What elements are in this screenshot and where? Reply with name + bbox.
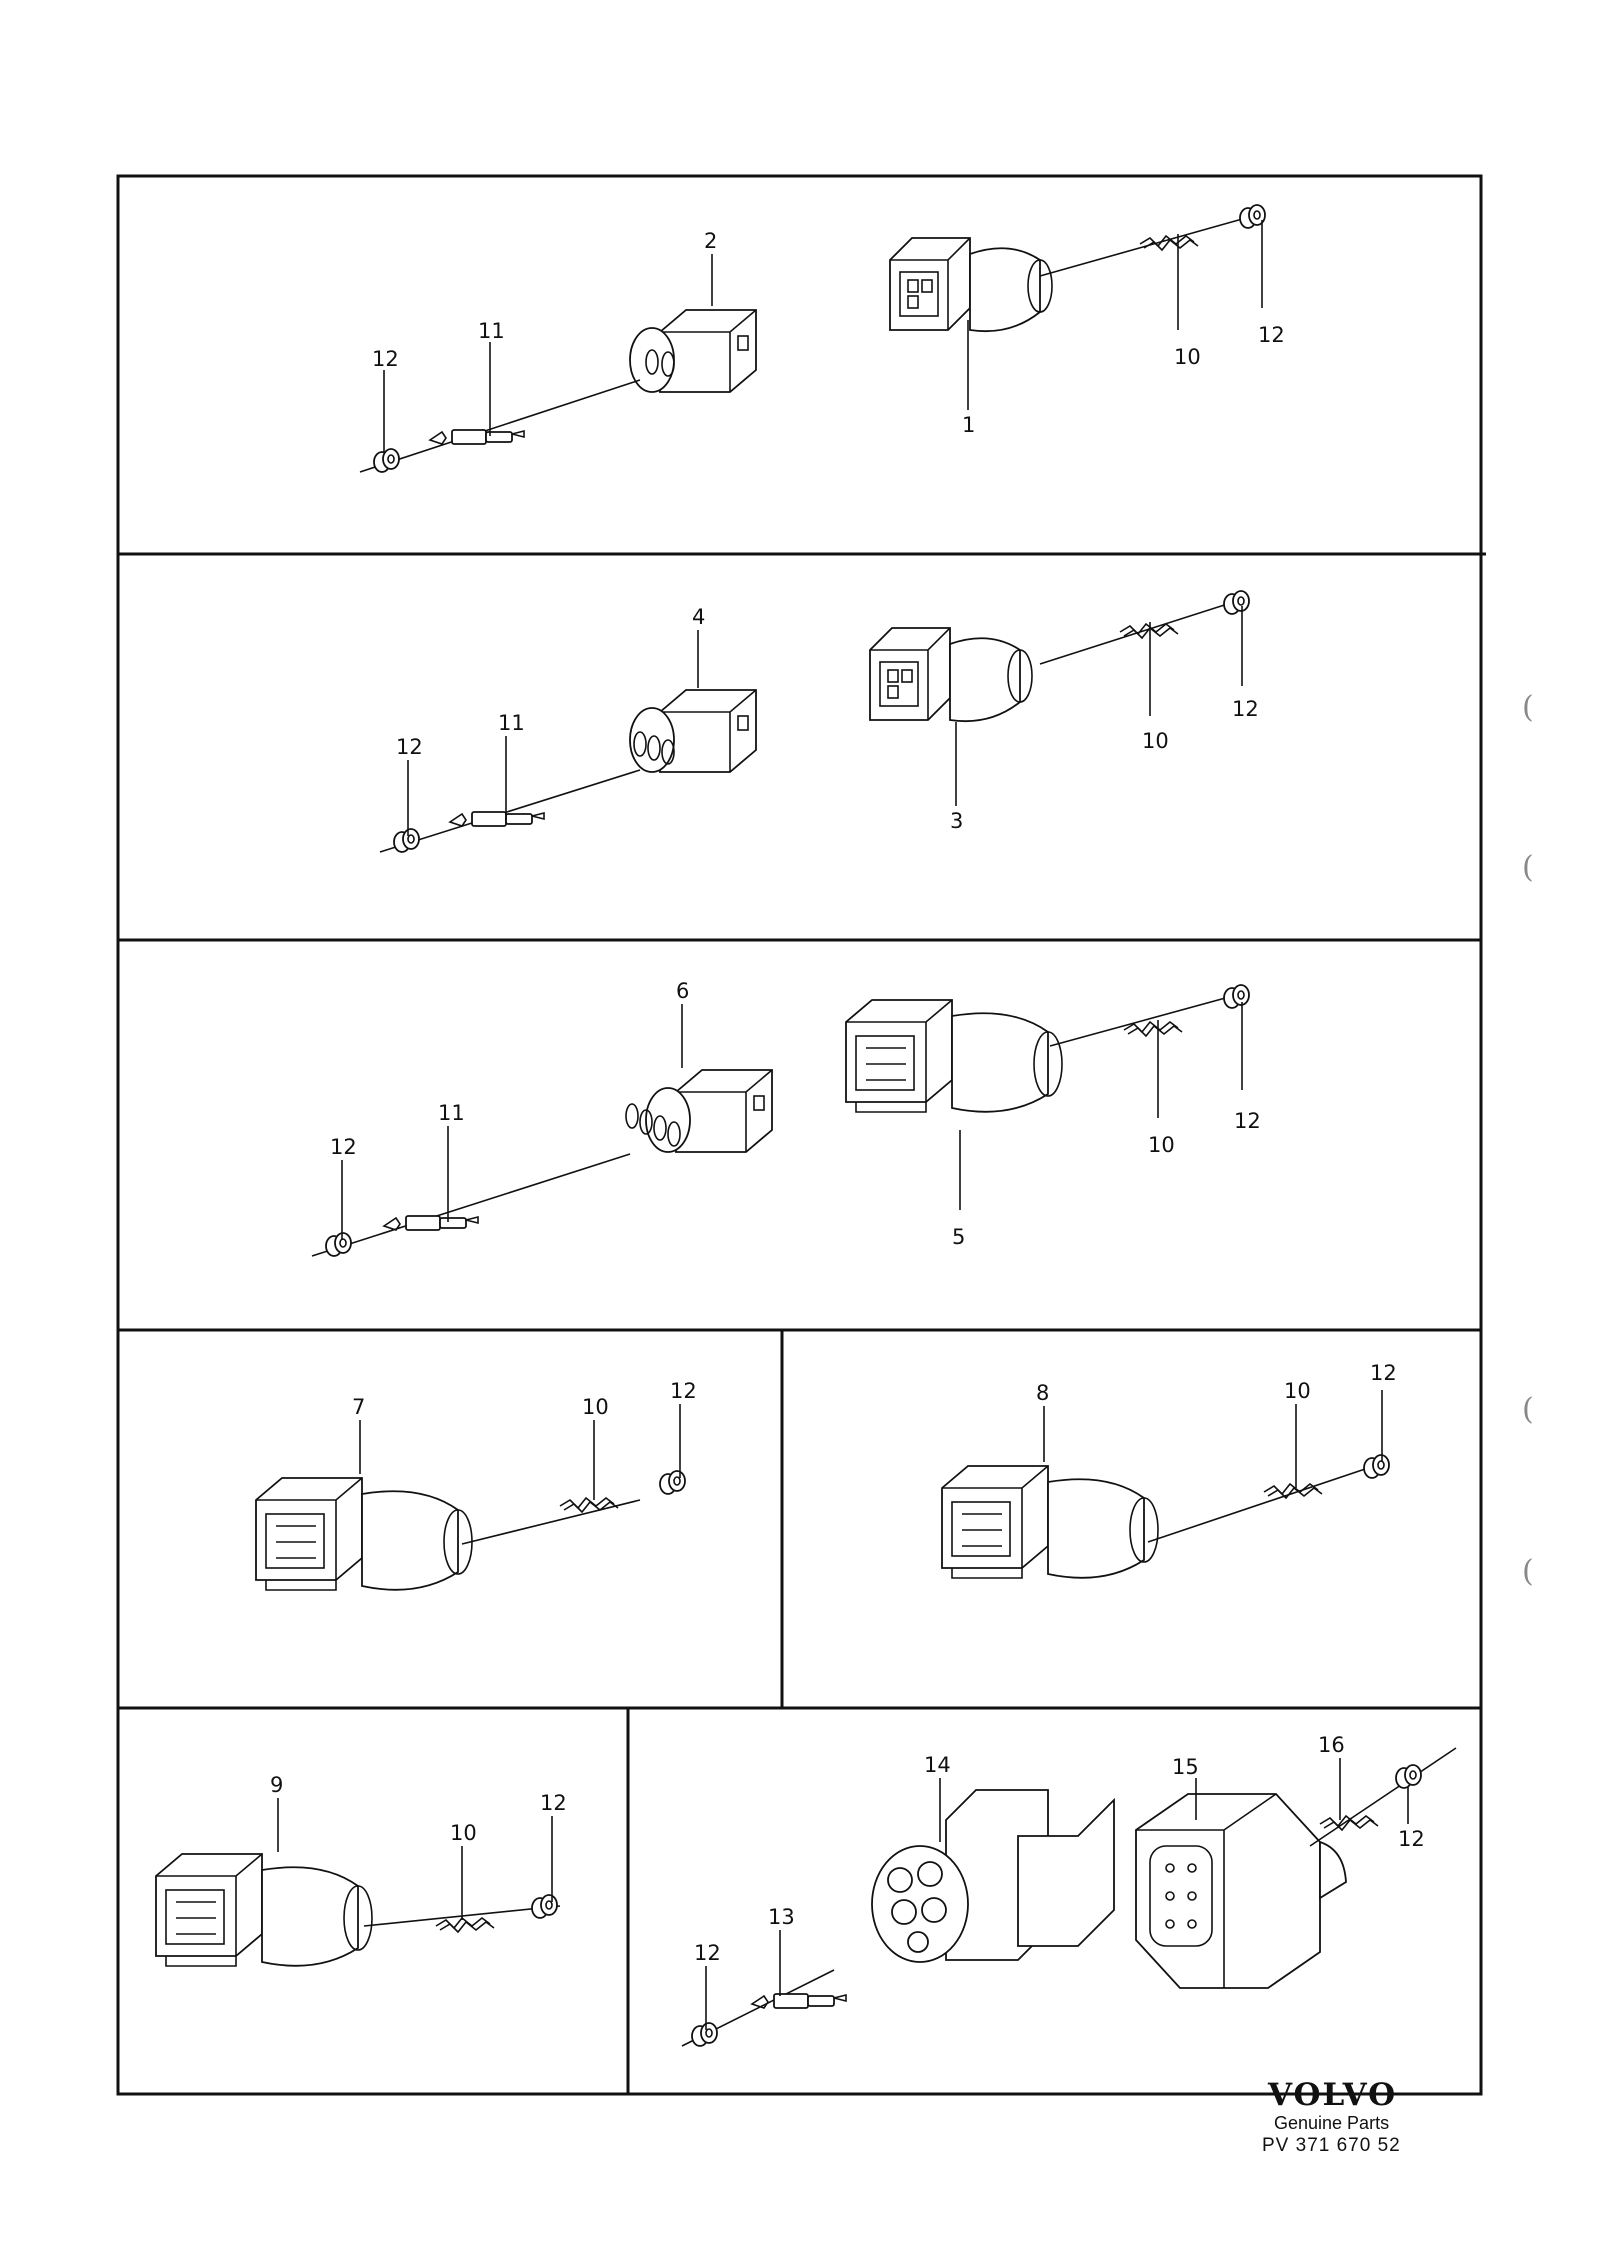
panel-4: 7 10 12 <box>255 1379 697 1591</box>
terminal-male <box>383 1215 479 1231</box>
callout-12: 12 <box>1398 1827 1425 1851</box>
brand-logo: VOLVO <box>1268 2077 1398 2113</box>
callout-10: 10 <box>1284 1379 1311 1403</box>
callout-1: 1 <box>962 413 975 437</box>
seal <box>1395 1764 1422 1789</box>
housing-round-male <box>871 1789 1115 1963</box>
callout-16: 16 <box>1318 1733 1345 1757</box>
callout-12: 12 <box>330 1135 357 1159</box>
seal <box>393 828 420 853</box>
panel-grid <box>116 174 1486 2096</box>
margin-mark: ( <box>1522 1392 1534 1427</box>
callout-11: 11 <box>438 1101 465 1125</box>
margin-mark: ( <box>1522 690 1534 725</box>
callout-7: 7 <box>352 1395 365 1419</box>
seal <box>531 1894 558 1919</box>
callout-13: 13 <box>768 1905 795 1929</box>
housing-round-female <box>1135 1793 1347 1989</box>
callout-2: 2 <box>704 229 717 253</box>
callout-12: 12 <box>670 1379 697 1403</box>
terminal-female <box>1139 235 1199 251</box>
terminal-male <box>429 429 525 445</box>
housing-male-4pin <box>645 1069 773 1153</box>
part-number: PV 371 670 52 <box>1262 2135 1401 2156</box>
callout-8: 8 <box>1036 1381 1049 1405</box>
callout-10: 10 <box>1148 1133 1175 1157</box>
callout-15: 15 <box>1172 1755 1199 1779</box>
margin-mark: ( <box>1522 850 1534 885</box>
callout-12: 12 <box>694 1941 721 1965</box>
panel-7: 14 15 16 12 13 12 <box>681 1733 1457 2047</box>
callout-12: 12 <box>1234 1109 1261 1133</box>
seal <box>325 1232 352 1257</box>
callout-6: 6 <box>676 979 689 1003</box>
panel-5: 8 10 12 <box>941 1361 1397 1579</box>
panel-2: 4 3 11 12 10 12 <box>379 590 1259 853</box>
seal <box>659 1470 686 1495</box>
housing-female-multipin <box>155 1853 373 1967</box>
seal <box>691 2022 718 2047</box>
terminal-female <box>1263 1483 1323 1499</box>
terminal-female <box>559 1497 619 1513</box>
callout-12: 12 <box>1258 323 1285 347</box>
outer-frame <box>116 174 1483 2096</box>
callout-5: 5 <box>952 1225 965 1249</box>
callout-11: 11 <box>498 711 525 735</box>
callout-10: 10 <box>1142 729 1169 753</box>
seal <box>1223 590 1250 615</box>
callout-12: 12 <box>1232 697 1259 721</box>
housing-female-2pin <box>889 237 1053 333</box>
callout-4: 4 <box>692 605 705 629</box>
terminal-male <box>449 811 545 827</box>
callout-10: 10 <box>1174 345 1201 369</box>
housing-female-multipin <box>255 1477 473 1591</box>
terminal-male <box>751 1993 847 2009</box>
panel-3: 6 5 11 12 10 12 <box>311 979 1261 1257</box>
seal <box>1223 984 1250 1009</box>
housing-female-3pin <box>869 627 1033 723</box>
callout-3: 3 <box>950 809 963 833</box>
callout-12: 12 <box>1370 1361 1397 1385</box>
panel-6: 9 10 12 <box>155 1773 567 1967</box>
callout-10: 10 <box>450 1821 477 1845</box>
seal <box>373 448 400 473</box>
callout-12: 12 <box>396 735 423 759</box>
callout-12: 12 <box>372 347 399 371</box>
panel-1: 2 1 11 12 10 12 <box>359 204 1285 473</box>
terminal-female <box>1319 1815 1379 1831</box>
terminal-female <box>435 1917 495 1933</box>
callout-12: 12 <box>540 1791 567 1815</box>
callout-14: 14 <box>924 1753 951 1777</box>
callout-9: 9 <box>270 1773 283 1797</box>
terminal-female <box>1123 1021 1183 1037</box>
housing-female-multipin <box>941 1465 1159 1579</box>
callout-11: 11 <box>478 319 505 343</box>
footer: VOLVO Genuine Parts PV 371 670 52 <box>1262 2077 1448 2158</box>
housing-male-3pin <box>629 689 757 773</box>
margin-mark: ( <box>1522 1554 1534 1589</box>
genuine-parts-label: Genuine Parts <box>1274 2113 1390 2133</box>
callout-10: 10 <box>582 1395 609 1419</box>
seal <box>1363 1454 1390 1479</box>
housing-female-4pin <box>845 999 1063 1113</box>
